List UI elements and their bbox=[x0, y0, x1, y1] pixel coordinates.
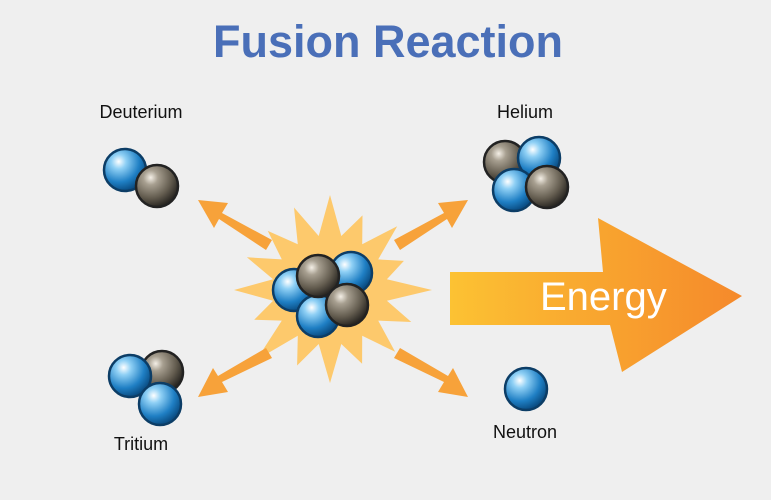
energy-label: Energy bbox=[540, 275, 667, 319]
arrow-to-helium bbox=[394, 200, 468, 250]
tritium-label: Tritium bbox=[114, 434, 168, 454]
deuterium-label: Deuterium bbox=[99, 102, 182, 122]
energy-arrow bbox=[450, 218, 742, 372]
title: Fusion Reaction bbox=[213, 16, 563, 67]
arrow-to-tritium bbox=[198, 348, 272, 397]
neutron-particle bbox=[324, 282, 370, 328]
neutron-label: Neutron bbox=[493, 422, 557, 442]
helium-atom bbox=[482, 135, 570, 213]
deuterium-atom bbox=[102, 147, 180, 209]
helium-label: Helium bbox=[497, 102, 553, 122]
tritium-atom bbox=[107, 349, 185, 427]
neutron-atom bbox=[503, 366, 549, 412]
arrow-to-neutron bbox=[394, 348, 468, 397]
arrow-to-deuterium bbox=[198, 200, 272, 250]
